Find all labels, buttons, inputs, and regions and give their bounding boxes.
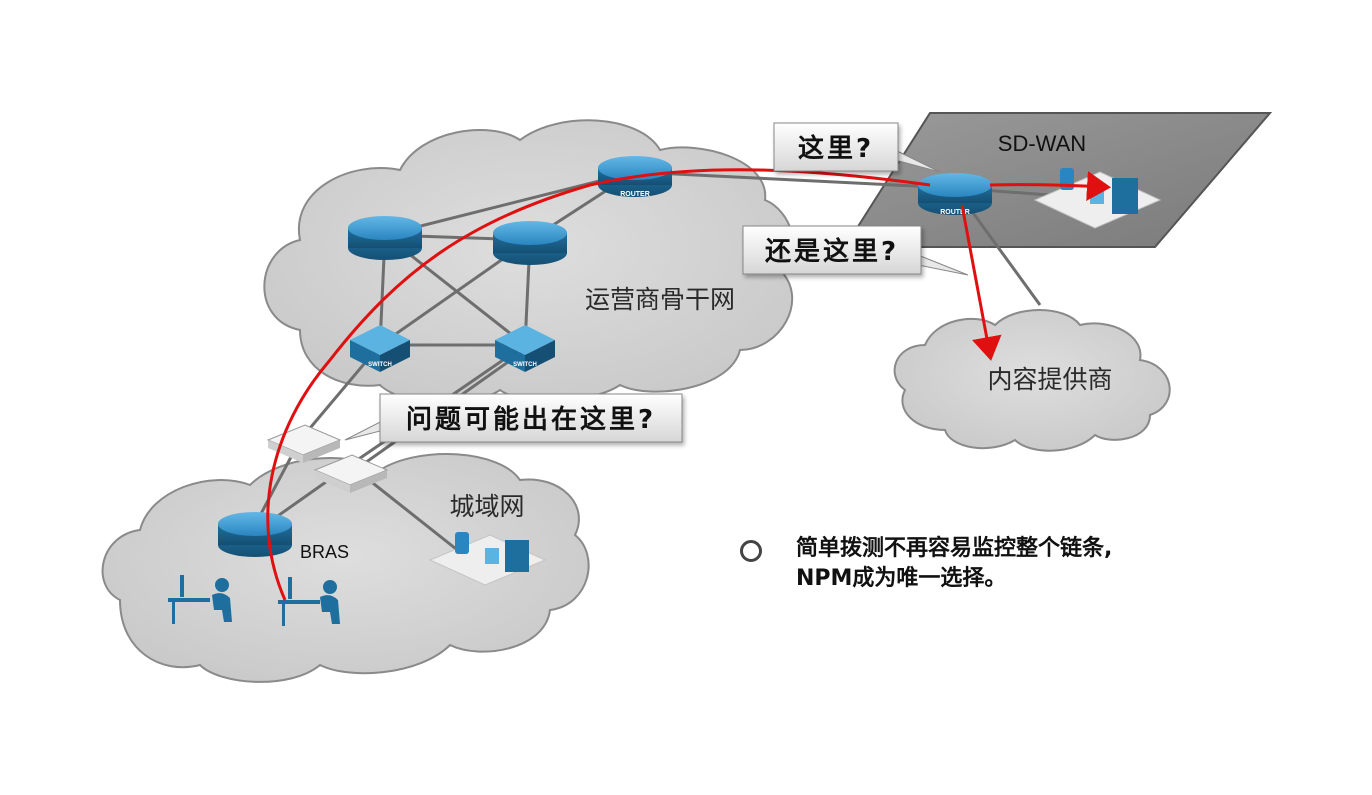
callout-problem-here: 问题可能出在这里?: [344, 393, 683, 443]
callout-or-here: 还是这里?: [742, 225, 969, 276]
access-device-2: [313, 454, 389, 493]
callout-or-here-text: 还是这里?: [765, 236, 899, 267]
callout-here: 这里?: [773, 122, 941, 173]
router-label: ROUTER: [940, 209, 970, 216]
switch-right: SWITCH: [495, 325, 555, 372]
sdwan-label: SD-WAN: [998, 131, 1086, 156]
user-workstation-1: [168, 575, 232, 624]
summary-bullet: 简单拨测不再容易监控整个链条, NPM成为唯一选择。: [740, 534, 1300, 594]
summary-line-2: NPM成为唯一选择。: [796, 566, 1007, 591]
traffic-path: [266, 168, 1111, 601]
switch-left: SWITCH: [350, 325, 410, 372]
access-device-1: [266, 424, 342, 463]
switch-label: SWITCH: [368, 362, 392, 368]
router-label: ROUTER: [620, 191, 650, 198]
switch-label: SWITCH: [513, 362, 537, 368]
user-workstation-2: [278, 577, 340, 626]
content-provider-label: 内容提供商: [987, 365, 1112, 394]
summary-text: 简单拨测不再容易监控整个链条, NPM成为唯一选择。: [796, 534, 1112, 594]
bras-label: BRAS: [300, 542, 349, 562]
callout-problem-here-text: 问题可能出在这里?: [406, 404, 656, 435]
router-backbone-left: [348, 216, 422, 260]
backbone-label: 运营商骨干网: [585, 285, 735, 314]
router-sdwan: ROUTER: [918, 173, 992, 216]
router-backbone-right: [493, 221, 567, 265]
summary-line-1: 简单拨测不再容易监控整个链条,: [796, 536, 1113, 561]
callout-here-text: 这里?: [798, 133, 874, 164]
metro-label: 城域网: [449, 492, 524, 521]
datacenter-metro: [428, 532, 547, 586]
router-bras: [218, 512, 292, 557]
bullet-circle-icon: [740, 540, 762, 562]
metro-cloud: [101, 453, 590, 683]
content-cloud: [893, 309, 1171, 452]
